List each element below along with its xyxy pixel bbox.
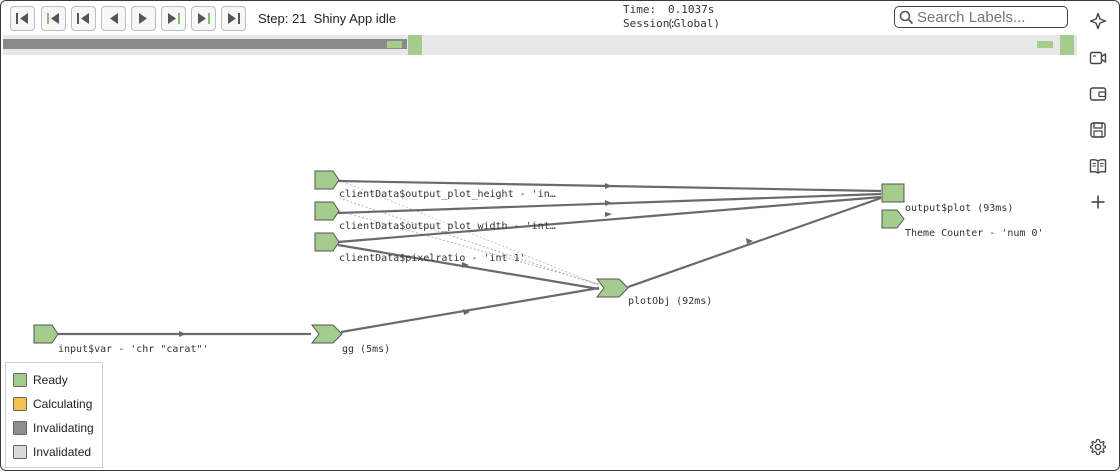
- label-output-plot: output$plot (93ms): [905, 203, 1013, 214]
- node-theme-counter[interactable]: [881, 209, 905, 229]
- label-output-plot-height: clientData$output_plot_height - 'in…: [339, 189, 556, 200]
- node-pixelratio[interactable]: [314, 232, 340, 252]
- label-theme-counter: Theme Counter - 'num 0': [905, 228, 1043, 239]
- plus-icon[interactable]: [1088, 192, 1108, 212]
- node-gg[interactable]: [310, 324, 343, 344]
- node-output-plot-width[interactable]: [314, 201, 340, 221]
- legend-swatch: [13, 421, 27, 435]
- time-label: Time:: [623, 3, 657, 16]
- next-output-icon: [198, 13, 210, 24]
- last-step-button[interactable]: [221, 6, 246, 31]
- timeline-output-marker: [387, 41, 402, 48]
- graph-nodes: [33, 170, 905, 344]
- next-step-icon: [139, 13, 147, 24]
- first-step-button[interactable]: [10, 6, 35, 31]
- legend-label: Ready: [33, 373, 68, 387]
- search-icon: [899, 10, 914, 24]
- legend-label: Invalidated: [33, 445, 92, 459]
- book-icon[interactable]: [1088, 156, 1108, 176]
- status-legend: Ready Calculating Invalidating Invalidat…: [5, 362, 103, 468]
- next-cycle-icon: [168, 13, 180, 24]
- video-icon[interactable]: [1088, 48, 1108, 68]
- skip-last-icon: [228, 13, 240, 24]
- time-value: 0.1037s: [668, 3, 715, 16]
- next-output-button[interactable]: [191, 6, 216, 31]
- legend-item-ready: Ready: [13, 372, 68, 388]
- label-input-var: input$var - 'chr "carat"': [58, 344, 209, 355]
- sparkle-icon[interactable]: [1088, 11, 1108, 31]
- node-output-plot[interactable]: [881, 183, 905, 203]
- prev-output-button[interactable]: [41, 6, 66, 31]
- search-box[interactable]: [894, 6, 1068, 28]
- label-output-plot-width: clientData$output_plot_width - 'int…: [339, 221, 556, 232]
- prev-step-button[interactable]: [101, 6, 126, 31]
- timeline-progress: [3, 39, 407, 49]
- timeline-bar[interactable]: [3, 35, 1077, 55]
- edge-pixelratio-to-output: [337, 195, 882, 244]
- reactive-graph: clientData$output_plot_height - 'in… cli…: [33, 170, 1043, 355]
- node-labels: clientData$output_plot_height - 'in… cli…: [58, 189, 1043, 355]
- session-value: (Global): [667, 17, 720, 30]
- label-gg: gg (5ms): [342, 344, 390, 355]
- prev-output-icon: [47, 13, 59, 24]
- session-label: Session:: [623, 17, 676, 30]
- edge-plotobj-to-output: [627, 196, 882, 289]
- prev-cycle-icon: [77, 13, 89, 24]
- next-step-button[interactable]: [131, 6, 156, 31]
- legend-item-invalidated: Invalidated: [13, 444, 91, 460]
- label-pixelratio: clientData$pixelratio - 'int 1': [339, 253, 526, 264]
- legend-label: Invalidating: [33, 421, 94, 435]
- toolbar: Step: 21 Shiny App idle Time: 0.1037s Ses…: [1, 1, 1079, 35]
- timeline-current-marker[interactable]: [408, 35, 422, 55]
- legend-swatch: [13, 397, 27, 411]
- legend-item-calculating: Calculating: [13, 396, 92, 412]
- legend-label: Calculating: [33, 397, 93, 411]
- step-status: Step: 21 Shiny App idle: [258, 11, 397, 26]
- timeline-output-marker: [1037, 41, 1053, 48]
- legend-swatch: [13, 373, 27, 387]
- next-cycle-button[interactable]: [161, 6, 186, 31]
- time-session-info: Time: 0.1037s Session:(Global): [623, 3, 720, 31]
- wallet-icon[interactable]: [1088, 84, 1108, 104]
- edge-arrows: [179, 183, 753, 337]
- skip-first-icon: [16, 13, 28, 24]
- label-plotobj: plotObj (92ms): [628, 296, 712, 307]
- legend-item-invalidating: Invalidating: [13, 420, 94, 436]
- node-input-var[interactable]: [33, 324, 59, 344]
- prev-cycle-button[interactable]: [71, 6, 96, 31]
- node-output-plot-height[interactable]: [314, 170, 340, 190]
- search-input[interactable]: [914, 8, 1062, 26]
- node-plotobj[interactable]: [595, 278, 629, 298]
- legend-swatch: [13, 445, 27, 459]
- gear-icon[interactable]: [1088, 437, 1108, 457]
- edge-gg-to-plotobj: [340, 286, 600, 334]
- edge-pixelratio-to-plotobj: [337, 243, 600, 291]
- dashed-edges: [338, 179, 604, 287]
- save-icon[interactable]: [1088, 120, 1108, 140]
- timeline-end-marker[interactable]: [1060, 35, 1074, 55]
- right-sidebar: [1081, 1, 1119, 470]
- prev-step-icon: [110, 13, 118, 24]
